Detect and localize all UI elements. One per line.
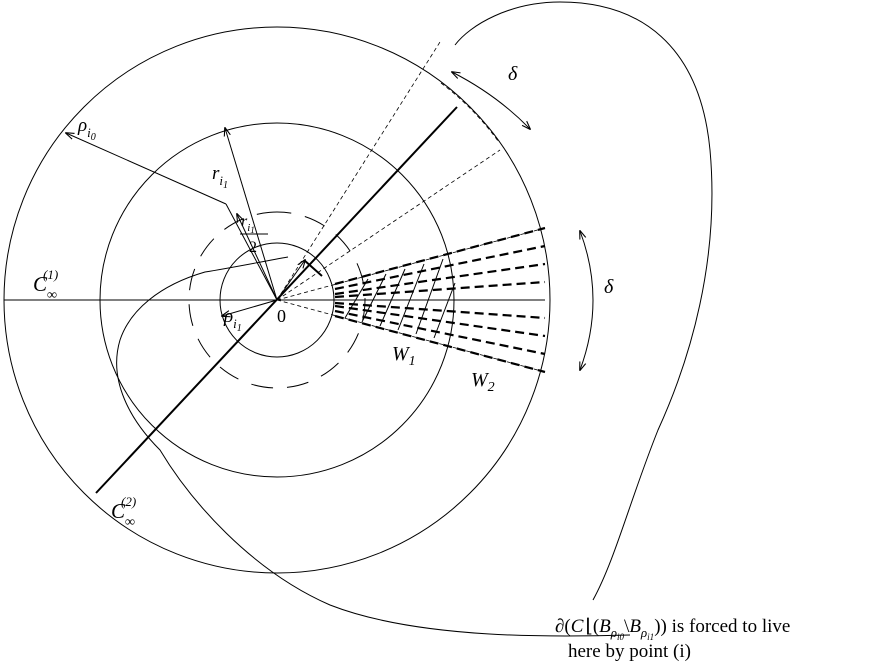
wedge-hatching [344,258,456,339]
delta-top-arrow [452,72,530,129]
rho-i0-label: ρi0 [77,115,96,143]
boundary-curve-lower [116,256,631,637]
delta-top-label: δ [508,63,518,85]
rho-i1-arrow [222,299,278,316]
half-r-i1-arrow [237,214,278,301]
rho-i1-label: ρi1 [223,306,242,334]
c1-label: C∞(1) [33,267,58,303]
tick-segment [303,259,323,277]
caption-line-1: ∂(C⌊(Bρi0\Bρi1)) is forced to live [555,616,790,642]
origin-label: 0 [277,306,286,326]
c2-label: C∞(2) [111,494,136,530]
rho-i0-arrow [66,133,227,205]
delta-right-arrow [580,231,594,370]
half-r-i1-label: ri1 2 [240,213,268,256]
point-arrow [276,260,305,301]
w2-label: W2 [471,369,495,395]
r-i1-label: ri1 [212,163,228,191]
broken-circle-half-r-i1 [188,211,366,389]
delta-right-label: δ [604,276,614,298]
rho-i0-arrow-tail [225,203,278,301]
svg-text:ri1: ri1 [241,213,255,235]
dashed-ray-upper-2 [276,149,501,301]
dashed-arc-top [440,82,499,142]
dashed-ray-upper-1 [276,41,441,301]
r-i1-arrow [225,128,278,301]
w1-label: W1 [392,343,416,369]
boundary-curve-upper [454,1,713,601]
caption-line-2: here by point (i) [568,641,691,662]
svg-text:2: 2 [249,239,257,256]
